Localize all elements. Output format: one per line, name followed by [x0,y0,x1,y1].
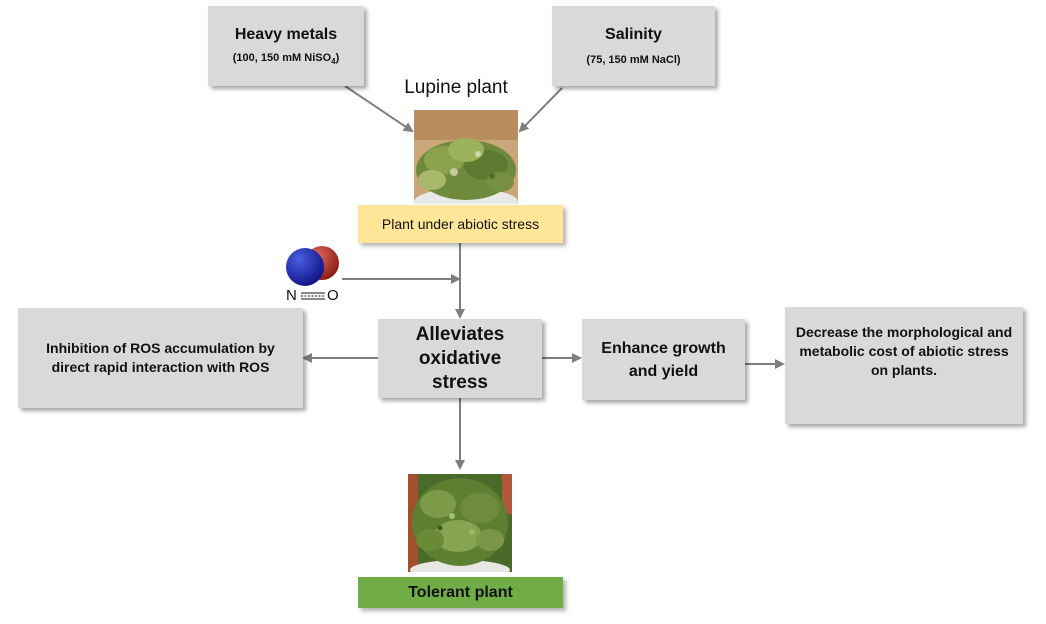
alleviates-oxidative-stress-box: Alleviates oxidative stress [378,319,542,398]
heavy-metals-detail-prefix: (100, 150 mM NiSO [232,51,332,64]
lupine-plant-title: Lupine plant [404,77,508,98]
nitric-oxide-molecule-icon [286,246,339,286]
tolerant-plant-label: Tolerant plant [358,577,563,608]
ros-inhibition-text: Inhibition of ROS accumulation by direct… [46,340,275,375]
alleviate-line-3: stress [432,371,488,393]
decrease-cost-box: Decrease the morphological and metabolic… [785,307,1023,424]
stressed-plant-photo [414,110,518,204]
decrease-cost-text: Decrease the morphological and metabolic… [795,324,1013,378]
arrow-heavy-to-plant [344,85,414,133]
plant-under-stress-label: Plant under abiotic stress [358,205,563,243]
heavy-metals-detail: (100, 150 mM NiSO4) [233,52,340,66]
oxygen-symbol: O [327,287,339,304]
enhance-growth-box: Enhance growth and yield [582,319,745,400]
triple-bond-icon [301,292,325,300]
alleviate-line-1: Alleviates [415,323,505,345]
salinity-detail: (75, 150 mM NaCl) [586,54,681,66]
salinity-box: Salinity (75, 150 mM NaCl) [552,6,715,86]
enhance-line-2: and yield [628,362,699,380]
enhance-line-1: Enhance growth [601,339,726,357]
heavy-metals-detail-subscript: 4 [331,57,336,67]
salinity-title: Salinity [605,26,662,43]
heavy-metals-title: Heavy metals [234,25,338,43]
alleviate-line-2: oxidative [418,347,502,369]
arrow-salinity-to-plant [518,87,563,133]
heavy-metals-detail-suffix: ) [335,51,340,64]
heavy-metals-box: Heavy metals (100, 150 mM NiSO4) [208,6,364,86]
tolerant-plant-photo [408,474,512,572]
nitrogen-symbol: N [286,287,297,304]
ros-inhibition-box: Inhibition of ROS accumulation by direct… [18,308,303,408]
